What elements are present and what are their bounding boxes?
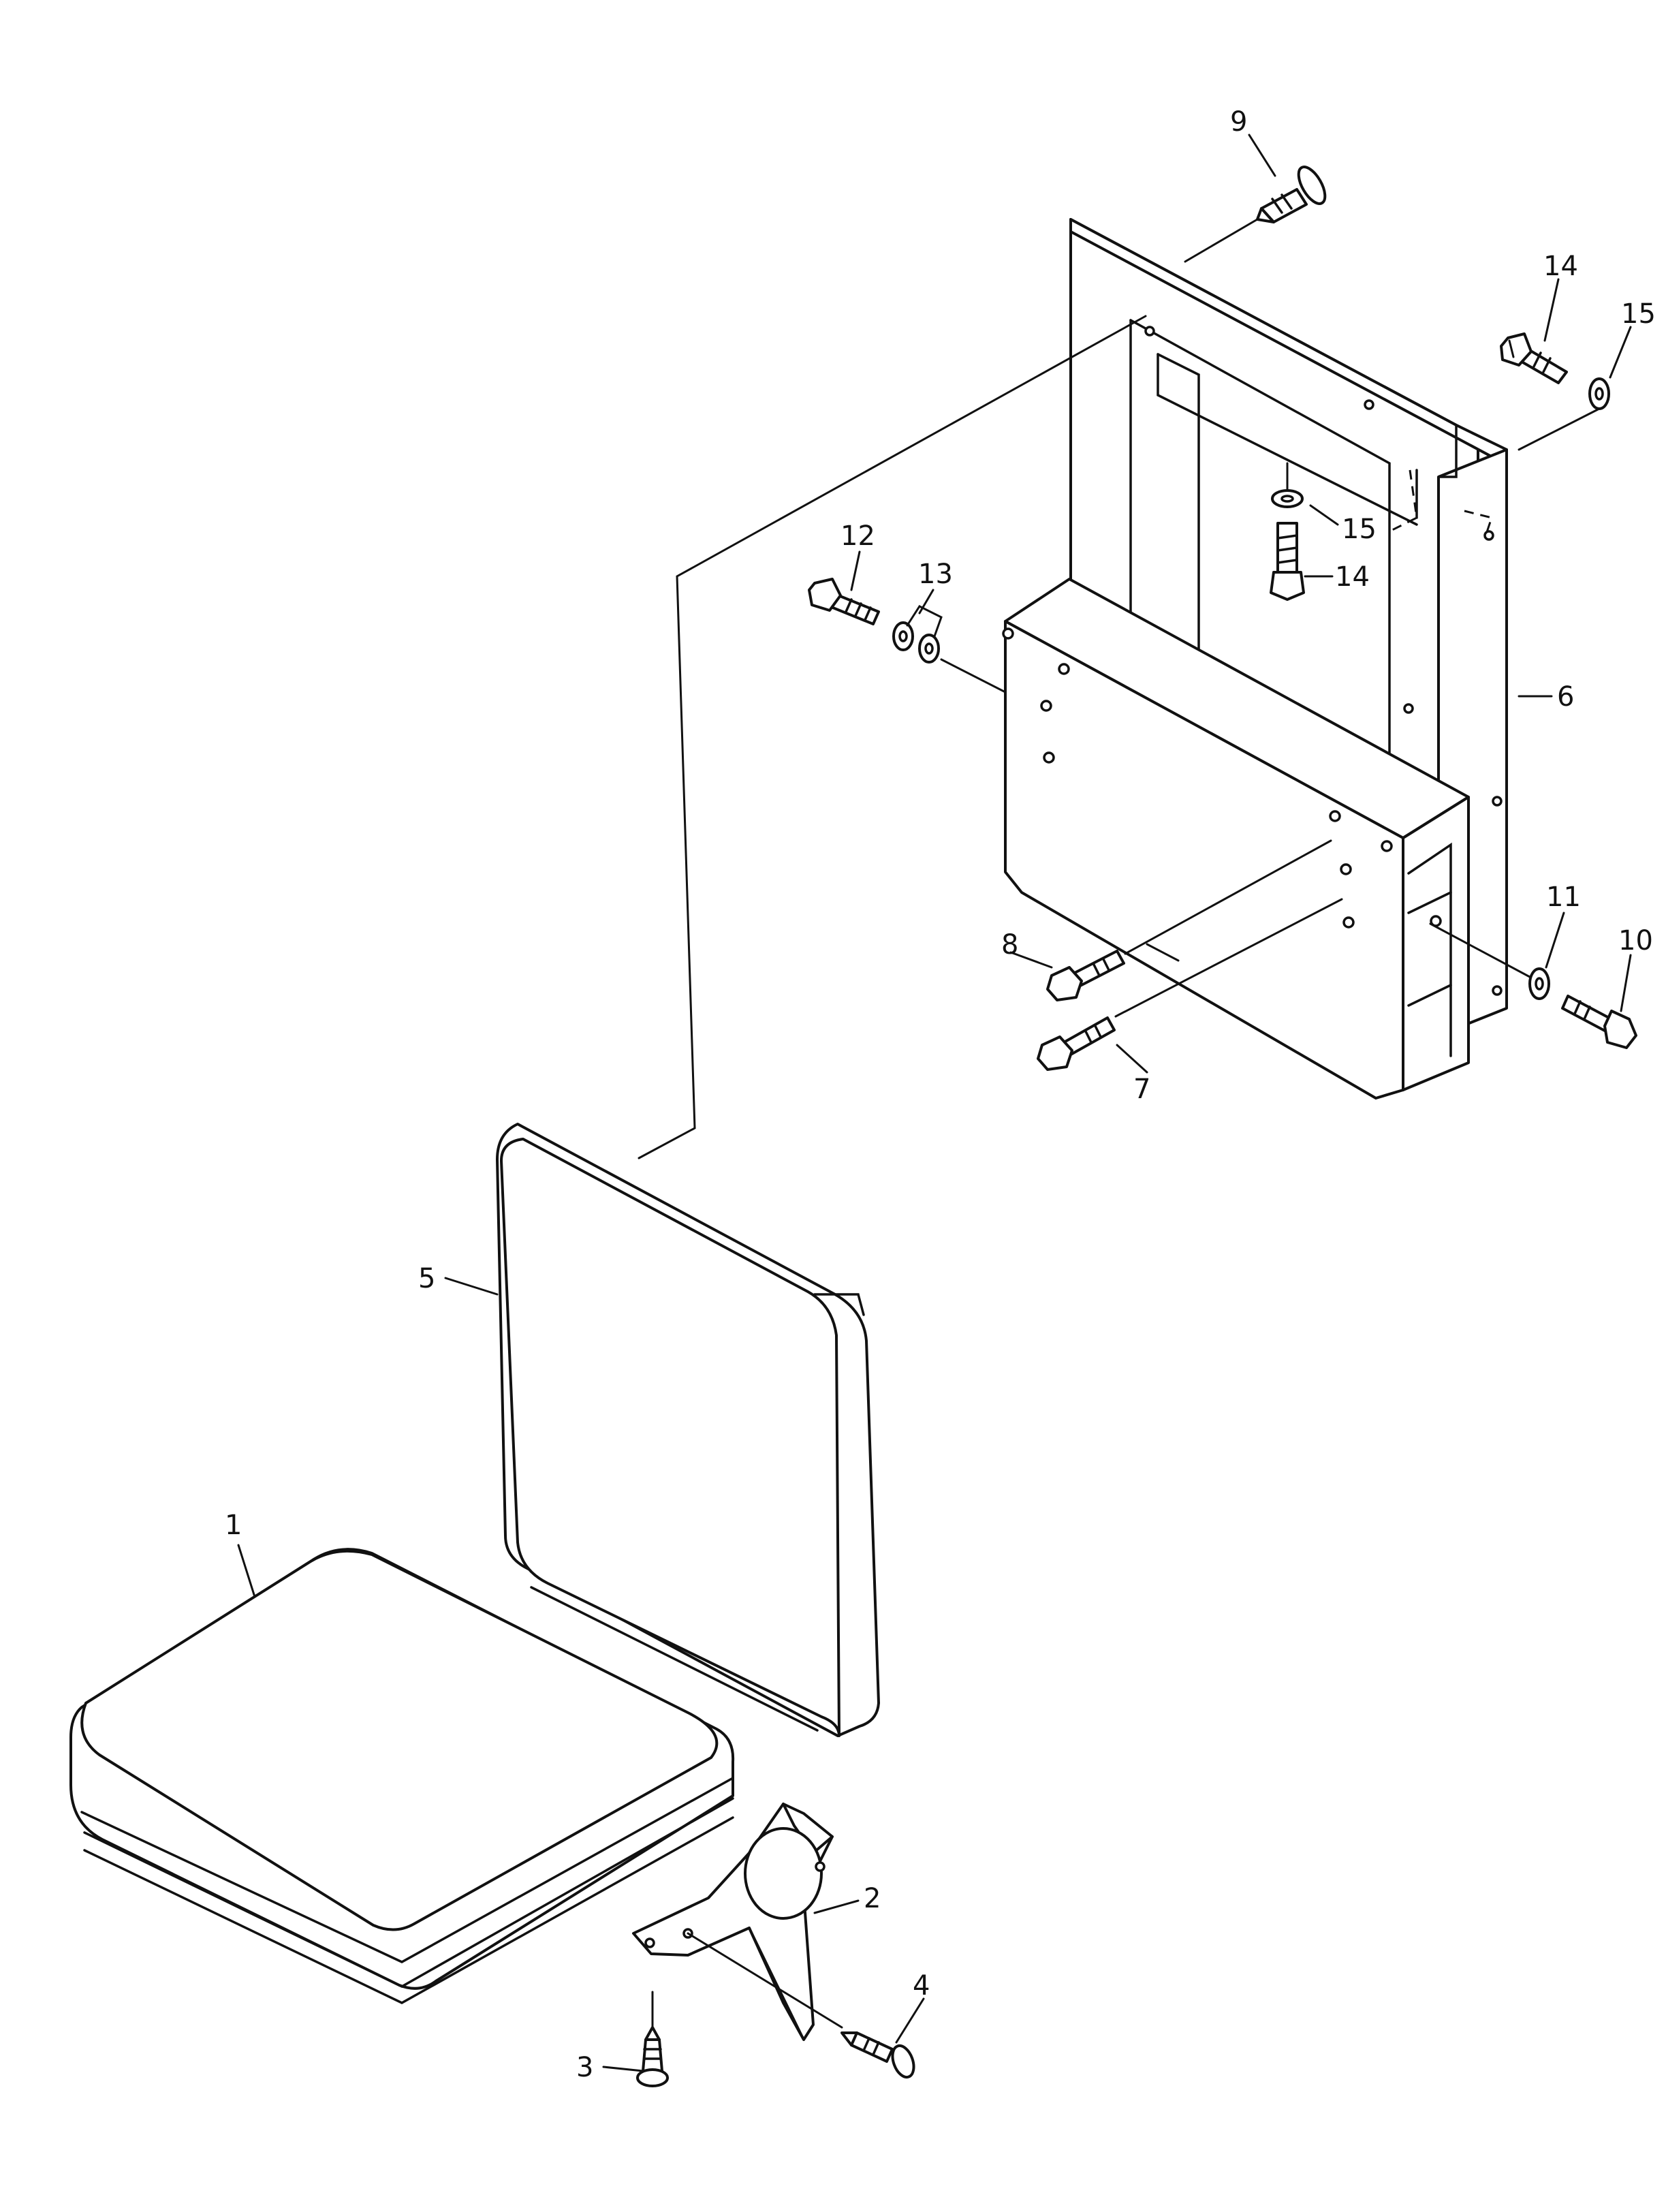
screw-part-9 — [1256, 166, 1327, 223]
washer-part-15-upper — [1588, 377, 1610, 410]
seat-bracket-part-2 — [632, 1803, 834, 2041]
callout-2: 2 — [864, 1883, 881, 1914]
seat-cushion-part-1 — [69, 1548, 735, 2004]
washer-part-15-lower — [1271, 489, 1304, 508]
callout-5: 5 — [418, 1263, 435, 1294]
callout-8: 8 — [1001, 929, 1018, 961]
bolt-part-8 — [1046, 950, 1125, 1001]
screw-part-3 — [636, 2026, 669, 2087]
callout-14-lower: 14 — [1335, 561, 1370, 593]
callout-13-bracket — [906, 605, 943, 638]
washer-part-13-b — [918, 634, 940, 664]
callout-6: 6 — [1557, 681, 1574, 713]
bolt-part-14-upper — [1500, 332, 1568, 384]
callout-12: 12 — [840, 520, 875, 552]
assembly-lines — [638, 218, 1601, 2029]
washer-part-13-a — [892, 621, 914, 651]
washer-part-11 — [1528, 967, 1550, 1000]
screw-part-4 — [840, 2031, 915, 2079]
bolt-part-7 — [1037, 1016, 1116, 1071]
bolt-part-10 — [1561, 995, 1637, 1049]
callout-leaders — [237, 134, 1632, 2072]
callout-15-lower: 15 — [1342, 514, 1377, 545]
mounting-bracket-box — [1002, 578, 1470, 1100]
callout-9: 9 — [1230, 106, 1247, 138]
bolt-part-14-lower — [1270, 522, 1305, 601]
callout-15-upper: 15 — [1621, 298, 1656, 330]
callout-labels: 9 14 15 15 14 12 13 6 11 10 8 7 5 1 2 3 … — [225, 106, 1656, 2083]
bolt-part-12 — [808, 578, 880, 625]
callout-4: 4 — [913, 1970, 930, 2001]
callout-10: 10 — [1618, 925, 1653, 956]
callout-14-upper: 14 — [1543, 251, 1578, 282]
callout-1: 1 — [225, 1510, 242, 1541]
callout-13: 13 — [918, 559, 953, 590]
callout-3: 3 — [576, 2052, 593, 2083]
callout-7: 7 — [1133, 1074, 1150, 1105]
backrest-cushion-part-5 — [496, 1123, 880, 1737]
callout-11: 11 — [1546, 882, 1581, 913]
